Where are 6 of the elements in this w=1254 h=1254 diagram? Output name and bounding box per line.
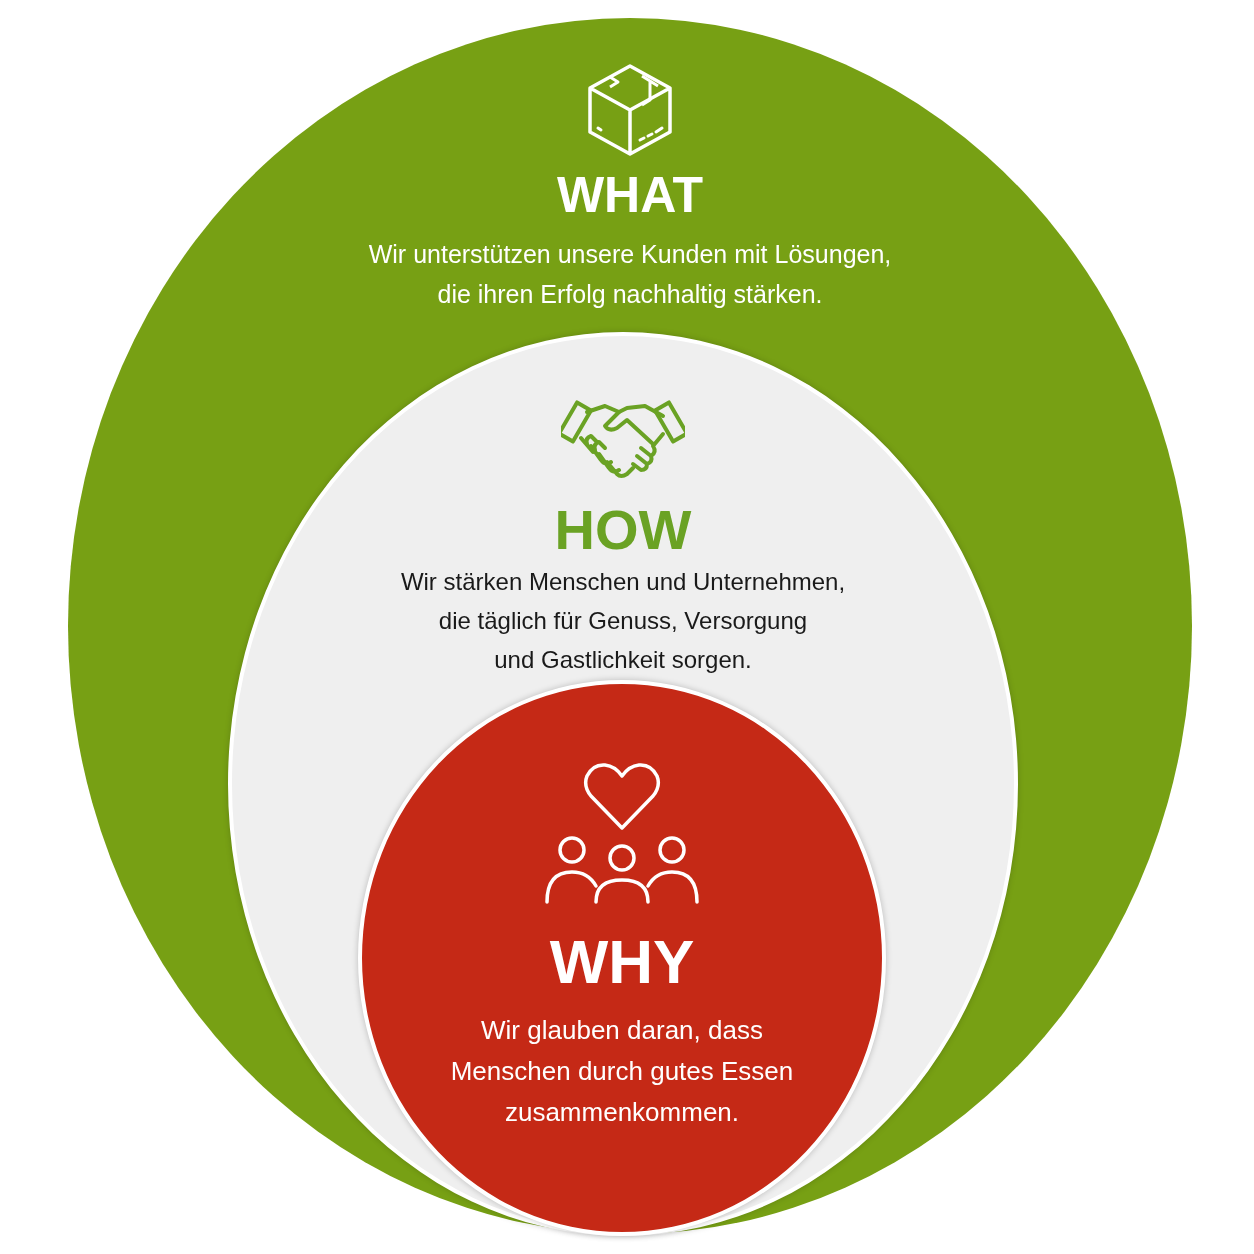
section-description: Wir glauben daran, dass Menschen durch gutes Essen zusammenkommen. (450, 1014, 794, 1129)
section-heading: WHAT (556, 168, 704, 223)
section-heading: HOW (554, 499, 692, 561)
section-heading: WHY (549, 928, 695, 997)
section-description: Wir stärken Menschen und Unternehmen, die täglich für Genuss, Versorgung und Gastlichkeit sorgen. (400, 567, 846, 675)
section-description: Wir unterstützen unsere Kunden mit Lösungen, die ihren Erfolg nachhaltig stärken. (368, 239, 892, 310)
